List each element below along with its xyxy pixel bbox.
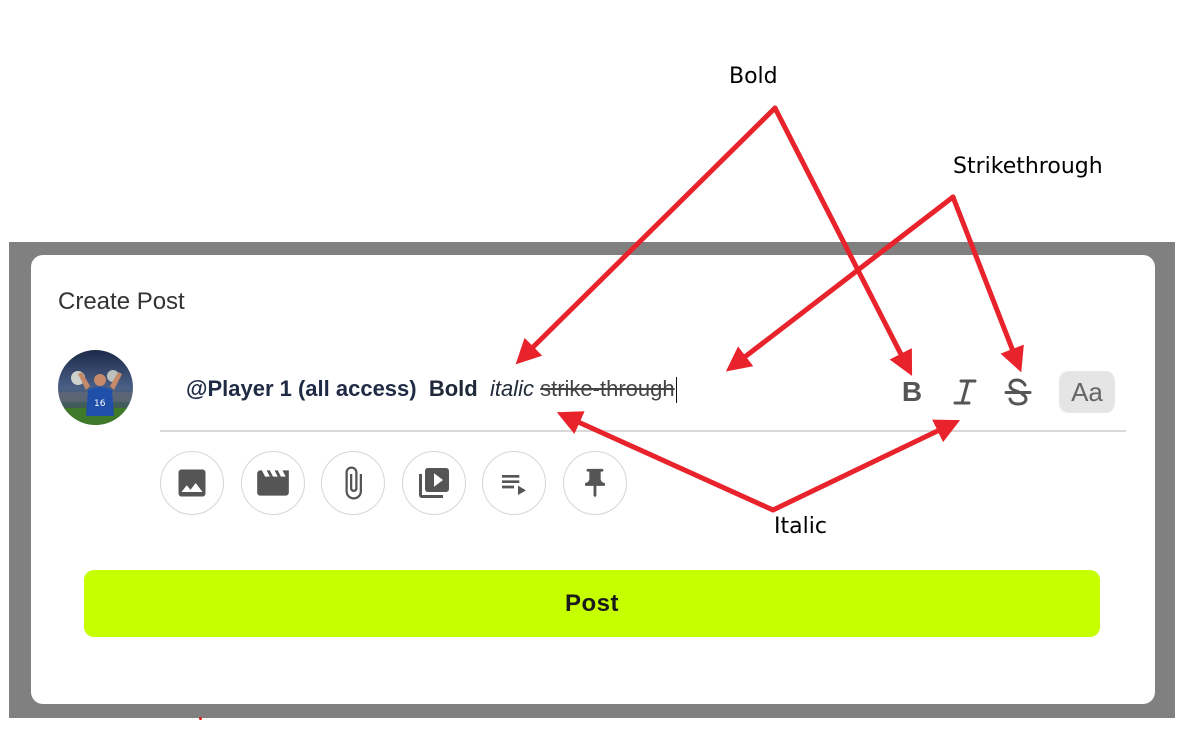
composer-divider [160,430,1126,432]
image-icon [178,469,206,497]
attach-file-button[interactable] [321,451,385,515]
attachment-icon [345,466,362,500]
strikethrough-button[interactable] [1000,372,1036,412]
text-size-label: Aa [1071,376,1103,407]
bold-text: Bold [428,376,478,401]
strikethrough-text: strike-through [540,376,675,401]
italic-button[interactable] [947,372,983,412]
stray-red-dot [199,717,202,720]
mention-tag[interactable]: @Player 1 (all access) [186,376,417,401]
post-button[interactable]: Post [84,570,1100,637]
card-title: Create Post [58,288,185,315]
playlist-video-icon [419,468,449,498]
avatar-image: 16 [58,350,133,425]
pin-post-button[interactable] [563,451,627,515]
add-video-button[interactable] [241,451,305,515]
avatar: 16 [58,350,133,425]
video-library-button[interactable] [402,451,466,515]
annotation-bold-label: Bold [729,64,778,89]
italic-text: italic [489,376,534,401]
pin-icon [585,468,605,498]
annotation-strikethrough-label: Strikethrough [953,154,1103,179]
list-play-icon [502,475,526,495]
add-image-button[interactable] [160,451,224,515]
post-text-editor[interactable]: @Player 1 (all access) Bold italic strik… [186,371,677,407]
video-icon [257,470,289,496]
italic-icon [953,379,977,405]
bold-button[interactable]: B [894,372,930,412]
strikethrough-icon [1004,378,1032,406]
text-size-button[interactable]: Aa [1059,371,1115,413]
bold-icon: B [901,376,923,407]
annotation-italic-label: Italic [774,514,827,539]
text-caret [675,377,677,404]
playlist-button[interactable] [482,451,546,515]
svg-text:16: 16 [94,399,106,409]
